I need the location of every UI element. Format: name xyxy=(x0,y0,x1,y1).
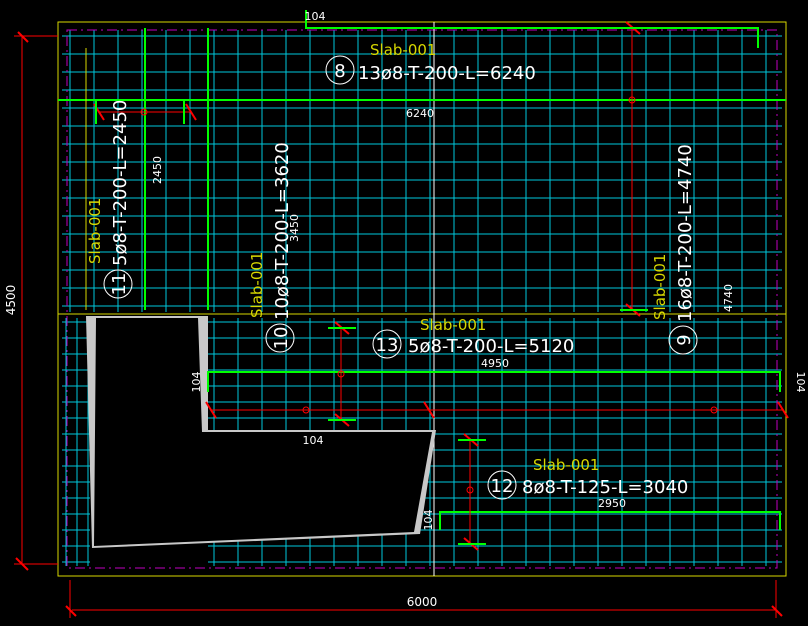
slab-boundary xyxy=(57,21,787,577)
callout-12[interactable]: 12 Slab-001 8ø8-T-125-L=3040 2950 xyxy=(487,456,688,510)
bar-length: 4740 xyxy=(722,284,735,312)
node-dot xyxy=(628,96,636,104)
bar-length: 4950 xyxy=(481,357,509,370)
hook-12-left-label: 104 xyxy=(422,510,435,531)
callout-8[interactable]: 8 Slab-001 13ø8-T-200-L=6240 6240 xyxy=(325,41,536,120)
node-dot xyxy=(140,108,148,116)
bar-length: 2950 xyxy=(598,497,626,510)
slab-label: Slab-001 xyxy=(420,316,486,334)
callout-10[interactable]: 10 Slab-001 10ø8-T-200-L=3620 3450 xyxy=(248,142,301,353)
callout-9[interactable]: 9 Slab-001 16ø8-T-200-L=4740 4740 xyxy=(651,144,735,355)
opening-void xyxy=(94,318,432,546)
rebar-spec: 5ø8-T-200-L=5120 xyxy=(408,336,574,357)
dim-tick xyxy=(15,557,29,571)
dist-tick xyxy=(205,401,217,419)
slab-opening xyxy=(86,316,436,548)
hook-labels: 104 104 104 104 104 xyxy=(190,10,807,531)
hook-ticks xyxy=(95,27,648,545)
mark-number: 11 xyxy=(109,273,130,296)
distribution-nodes xyxy=(140,96,718,494)
dim-tick xyxy=(17,31,29,43)
hook-13-right-label: 104 xyxy=(794,372,807,393)
bar-length: 2450 xyxy=(151,156,164,184)
rebar-spec: 13ø8-T-200-L=6240 xyxy=(358,63,536,84)
mark-circle xyxy=(265,323,295,353)
callout-13[interactable]: 13 Slab-001 5ø8-T-200-L=5120 4950 xyxy=(372,316,574,370)
mark-circle xyxy=(103,269,133,299)
mark-number: 13 xyxy=(376,335,399,356)
dist-tick xyxy=(777,401,789,419)
rebar-spec: 8ø8-T-125-L=3040 xyxy=(522,477,688,498)
dist-tick xyxy=(185,103,197,121)
mark-number: 10 xyxy=(271,327,292,350)
node-dot xyxy=(337,370,345,378)
overall-dimensions: 6000 4500 xyxy=(4,285,437,609)
hook-top-label: 104 xyxy=(305,10,326,23)
dim-height-label: 4500 xyxy=(4,285,18,316)
rebar-spec: 16ø8-T-200-L=4740 xyxy=(675,144,696,322)
dist-tick xyxy=(423,401,435,419)
mark-circle xyxy=(487,470,517,500)
rebar-spec: 5ø8-T-200-L=2450 xyxy=(110,100,131,266)
slab-label: Slab-001 xyxy=(86,198,104,264)
mark-circle xyxy=(325,55,355,85)
mark-circle xyxy=(668,325,698,355)
slab-label: Slab-001 xyxy=(370,41,436,59)
rebar-spec: 10ø8-T-200-L=3620 xyxy=(272,142,293,320)
hook-13-bottom-label: 104 xyxy=(303,434,324,447)
slab-label: Slab-001 xyxy=(651,254,669,320)
mark-number: 12 xyxy=(491,476,514,497)
node-dot xyxy=(710,406,718,414)
bar-12-line xyxy=(439,511,781,530)
dim-width-label: 6000 xyxy=(407,595,438,609)
dim-tick xyxy=(771,605,783,617)
rebar-bars xyxy=(58,10,786,530)
slab-boundary-dashed xyxy=(66,29,778,569)
node-dot xyxy=(466,486,474,494)
slab-label: Slab-001 xyxy=(533,456,599,474)
mark-number: 8 xyxy=(334,61,345,82)
dim-tick xyxy=(65,605,77,617)
bar-length: 6240 xyxy=(406,107,434,120)
rebar-grid xyxy=(62,30,782,566)
node-dot xyxy=(302,406,310,414)
bar-length: 3450 xyxy=(288,214,301,242)
slab-label: Slab-001 xyxy=(248,252,266,318)
hook-13-left-label: 104 xyxy=(190,372,203,393)
slab-outline xyxy=(57,21,787,577)
bar-top-hook xyxy=(305,10,759,48)
mark-circle xyxy=(372,329,402,359)
mark-number: 9 xyxy=(674,334,695,345)
bar-13-line xyxy=(207,371,781,392)
callout-11[interactable]: 11 Slab-001 5ø8-T-200-L=2450 2450 xyxy=(86,100,164,299)
